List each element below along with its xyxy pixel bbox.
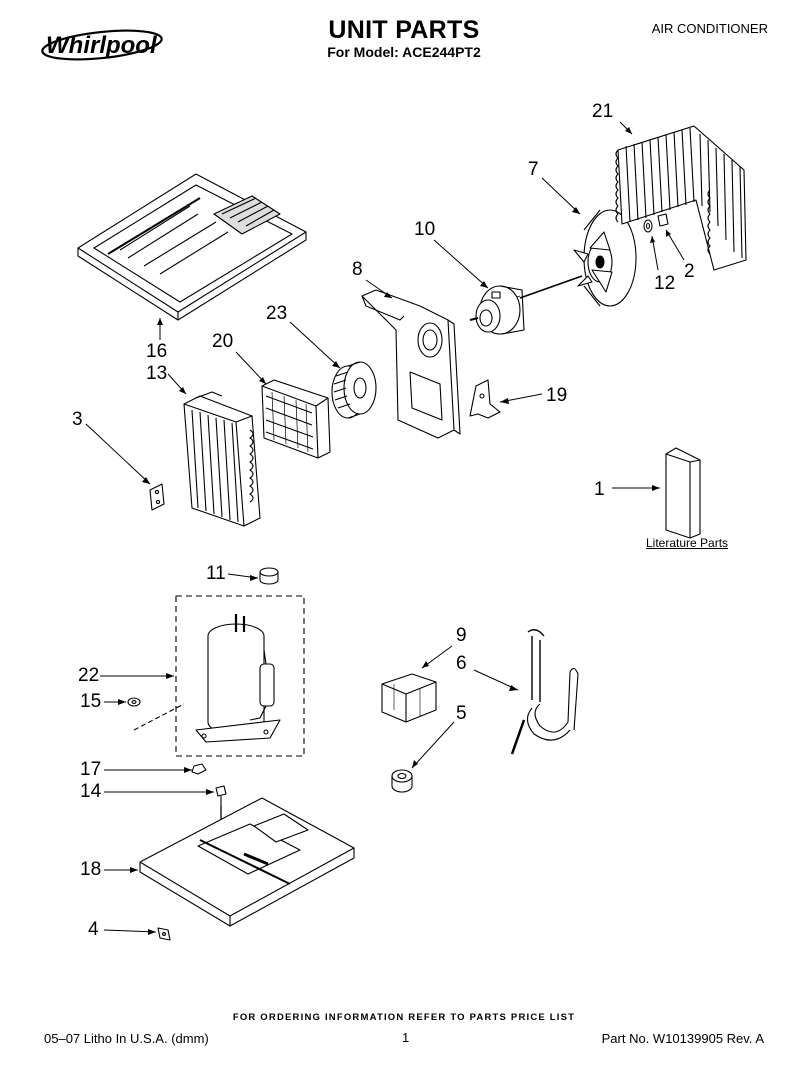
filter-frame-drawing [261,379,331,459]
callout-13: 13 [146,363,168,384]
model-subtitle: For Model: ACE244PT2 [327,44,481,60]
evaporator-coil-drawing [183,391,261,527]
callout-12: 12 [654,273,676,294]
callout-6: 6 [456,653,467,674]
svg-text:Whirlpool: Whirlpool [46,32,158,59]
callout-23: 23 [266,303,288,324]
page-title: UNIT PARTS [328,16,480,44]
capillary-tube-drawing [510,629,579,755]
compressor-nut-drawing [191,763,207,775]
literature-drawing [665,447,701,539]
callout-20: 20 [212,331,234,352]
ordering-note: FOR ORDERING INFORMATION REFER TO PARTS … [232,1012,576,1023]
fan-blade-drawing [573,209,637,307]
callout-7: 7 [528,159,539,180]
literature-parts-label: Literature Parts [646,536,729,550]
callout-2: 2 [684,261,695,282]
grommet-5-drawing [391,769,413,793]
leader-arrowheads [118,127,671,935]
callout-17: 17 [80,759,102,780]
callout-18: 18 [80,859,102,880]
callout-8: 8 [352,259,363,280]
washer-nut-drawing [643,213,669,233]
condenser-coil-drawing [615,125,747,271]
callout-19: 19 [546,385,568,406]
callout-1: 1 [594,479,605,500]
part-number: Part No. W10139905 Rev. A [601,1031,764,1046]
product-category: AIR CONDITIONER [651,21,768,36]
callout-14: 14 [80,781,102,802]
callout-5: 5 [456,703,467,724]
motor-mount-drawing [361,289,461,439]
base-pan-drawing [139,797,355,927]
support-bracket-drawing [469,379,501,419]
bracket-drawing [149,483,165,511]
callout-9: 9 [456,625,467,646]
top-panel-drawing [77,173,307,321]
clip-drawing [157,927,171,941]
insulation-block-drawing [381,673,437,723]
grommet-drawing [127,697,185,731]
page-number: 1 [402,1030,410,1045]
callout-11: 11 [206,563,226,584]
compressor-cap-drawing [259,567,279,585]
callout-21: 21 [592,101,614,122]
compressor-drawing [175,595,305,757]
callout-16: 16 [146,341,168,362]
fan-motor-drawing [469,275,583,335]
litho-info: 05–07 Litho In U.S.A. (dmm) [44,1031,209,1046]
blower-wheel-drawing [331,361,377,419]
callout-15: 15 [80,691,102,712]
whirlpool-logo: Whirlpool [41,29,163,61]
callout-22: 22 [78,665,100,686]
callout-10: 10 [414,219,436,240]
callout-3: 3 [72,409,83,430]
callout-4: 4 [88,919,99,940]
